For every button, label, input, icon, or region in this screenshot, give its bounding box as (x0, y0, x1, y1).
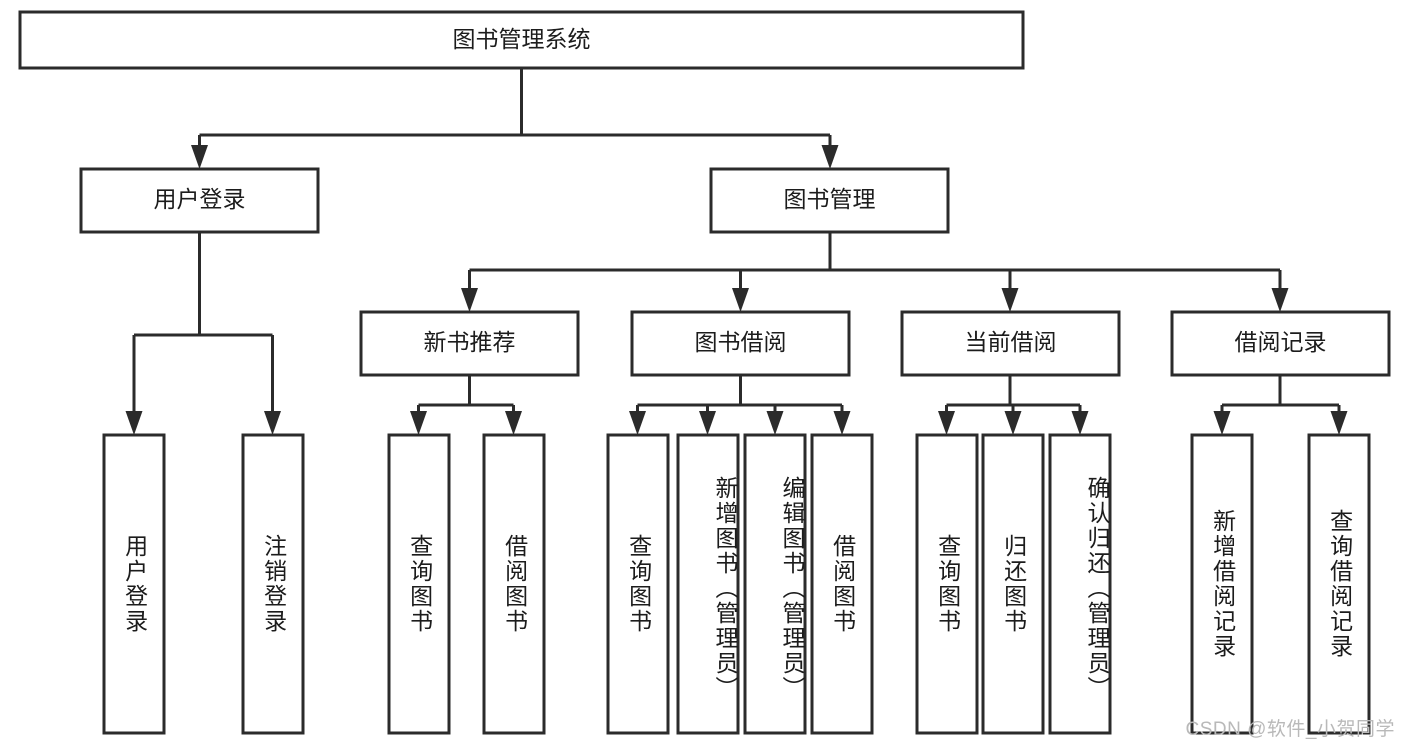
leaf-user-login-box[interactable] (102, 433, 166, 735)
arrow-head-leaf-add-book (699, 411, 716, 435)
leaf-return-book-box[interactable] (981, 433, 1045, 735)
node-book-manage-box[interactable] (709, 167, 950, 234)
node-book-borrow-label: 图书借阅 (695, 329, 787, 355)
node-new-book-rec-label: 新书推荐 (424, 329, 516, 355)
node-root[interactable]: 图书管理系统 (18, 10, 1025, 70)
node-current-borrow[interactable]: 当前借阅 (900, 310, 1121, 377)
arrow-head-leaf-logout (264, 411, 281, 435)
arrow-head-borrow-record (1271, 288, 1289, 312)
node-new-book-rec[interactable]: 新书推荐 (359, 310, 580, 377)
arrow-head-leaf-edit-book (766, 411, 784, 435)
leaf-node-group (102, 433, 1371, 735)
arrow-head-leaf-return-book (1004, 411, 1022, 435)
node-new-book-rec-box[interactable] (359, 310, 580, 377)
leaf-query-book-3-box[interactable] (915, 433, 979, 735)
arrow-head-leaf-confirm-return (1071, 411, 1089, 435)
connector-group (125, 68, 1348, 435)
node-current-borrow-label: 当前借阅 (965, 329, 1057, 355)
arrow-head-current-borrow (1001, 288, 1019, 312)
arrow-head-leaf-borrow-book-1 (505, 411, 522, 435)
leaf-borrow-book-1-box[interactable] (482, 433, 546, 735)
leaf-query-record-box[interactable] (1307, 433, 1371, 735)
leaf-confirm-return-box[interactable] (1048, 433, 1112, 735)
arrow-head-book-manage (821, 145, 839, 169)
arrow-head-leaf-user-login (125, 411, 143, 435)
node-root-label: 图书管理系统 (453, 26, 591, 52)
arrow-head-leaf-query-book-1 (410, 411, 427, 435)
node-borrow-record-box[interactable] (1170, 310, 1391, 377)
leaf-add-record-box[interactable] (1190, 433, 1254, 735)
node-borrow-record-label: 借阅记录 (1235, 329, 1327, 355)
leaf-query-book-2-box[interactable] (606, 433, 670, 735)
node-root-box[interactable] (18, 10, 1025, 70)
node-user-login-label: 用户登录 (154, 186, 246, 212)
arrow-head-book-borrow (732, 288, 749, 312)
leaf-borrow-book-2-box[interactable] (810, 433, 874, 735)
arrow-head-leaf-query-book-3 (938, 411, 955, 435)
arrow-head-leaf-query-record (1330, 411, 1348, 435)
arrow-head-new-book-rec (461, 288, 478, 312)
arrow-head-leaf-add-record (1213, 411, 1231, 435)
node-current-borrow-box[interactable] (900, 310, 1121, 377)
leaf-add-book-box[interactable] (676, 433, 740, 735)
leaf-query-book-1-box[interactable] (387, 433, 451, 735)
node-book-borrow[interactable]: 图书借阅 (630, 310, 851, 377)
leaf-edit-book-box[interactable] (743, 433, 807, 735)
node-user-login[interactable]: 用户登录 (79, 167, 320, 234)
csdn-watermark: CSDN @软件_小贺同学 (1185, 719, 1395, 740)
arrow-head-leaf-borrow-book-2 (833, 411, 851, 435)
node-book-manage-label: 图书管理 (784, 186, 876, 212)
node-user-login-box[interactable] (79, 167, 320, 234)
arrow-head-user-login (191, 145, 208, 169)
node-borrow-record[interactable]: 借阅记录 (1170, 310, 1391, 377)
arrow-head-leaf-query-book-2 (629, 411, 646, 435)
node-book-borrow-box[interactable] (630, 310, 851, 377)
leaf-logout-box[interactable] (241, 433, 305, 735)
node-book-manage[interactable]: 图书管理 (709, 167, 950, 234)
